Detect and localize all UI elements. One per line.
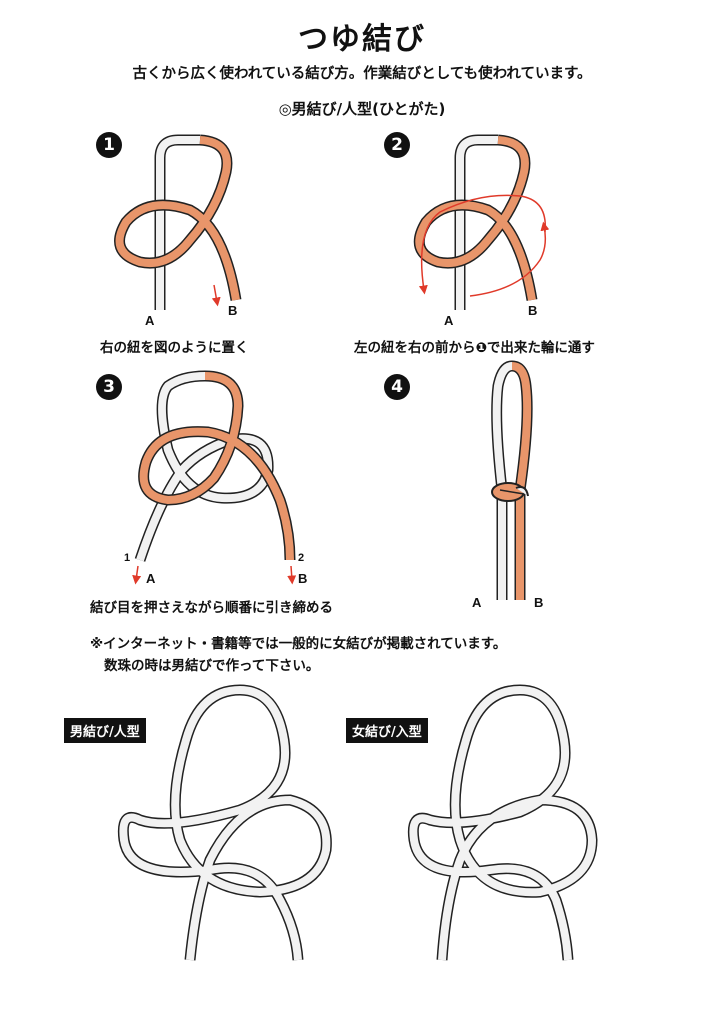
step-3-caption: 結び目を押さえながら順番に引き締める — [90, 600, 333, 616]
step-1-label-b: B — [228, 303, 238, 318]
step-1-number: 1 — [96, 132, 122, 158]
page-title: つゆ結び — [298, 22, 426, 57]
step-3-number: 3 — [96, 374, 122, 400]
step-2-number: 2 — [384, 132, 410, 158]
step-4-label-a: A — [472, 595, 482, 610]
step-1-diagram — [114, 134, 242, 310]
page-subtitle: 古くから広く使われている結び方。作業結びとしても使われています。 — [132, 66, 592, 82]
step-1-label-a: A — [145, 313, 155, 328]
step-3-label-a: A — [146, 571, 156, 586]
step-3-label-2: 2 — [298, 552, 305, 564]
step-4-diagram — [491, 360, 533, 600]
male-knot-tag: 男結び/人型 — [64, 718, 146, 743]
step-2-caption: 左の紐を右の前から❶で出来た輪に通す — [354, 340, 595, 356]
step-4-number: 4 — [384, 374, 410, 400]
note-line-2: 数珠の時は男結びで作って下さい。 — [104, 658, 320, 674]
step-3-diagram — [132, 370, 297, 585]
female-knot-diagram — [407, 684, 598, 961]
step-4-label-b: B — [534, 595, 544, 610]
male-knot-diagram — [117, 684, 332, 961]
section-title: ◎男結び/人型(ひとがた) — [278, 100, 446, 118]
female-knot-tag: 女結び/入型 — [346, 718, 428, 743]
step-3-label-b: B — [298, 571, 308, 586]
step-2-diagram — [413, 134, 550, 310]
step-2-label-a: A — [444, 313, 454, 328]
note-line-1: ※インターネット・書籍等では一般的に女結びが掲載されています。 — [90, 636, 507, 652]
step-1-caption: 右の紐を図のように置く — [100, 340, 249, 356]
step-2-label-b: B — [528, 303, 538, 318]
step-3-label-1: 1 — [124, 552, 131, 564]
